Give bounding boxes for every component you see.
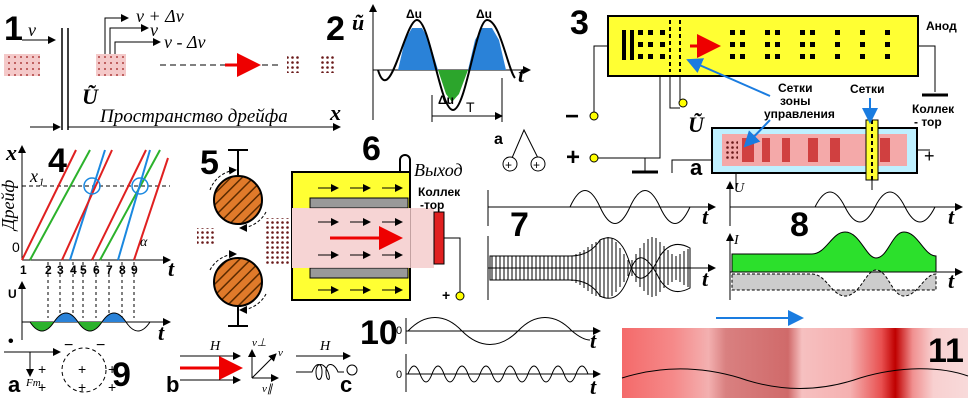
pa-plus1: + xyxy=(505,158,512,172)
panel-8-current-voltage: 8 U t I t xyxy=(726,181,963,300)
p9-plus-1: + xyxy=(38,361,46,377)
p10-zero-2: 0 xyxy=(396,369,402,381)
panel-3-number: 3 xyxy=(570,4,589,42)
panel-5-rotating-cylinders: 5 xyxy=(197,144,292,327)
p4-axis-t: t xyxy=(168,256,175,281)
p8-t1: t xyxy=(948,204,955,229)
p4-axis-U: U xyxy=(8,287,17,301)
panel-4-number: 4 xyxy=(48,142,67,180)
panel-4-space-time: 4 x x₁ Дрейф 0 1 α t 2 3 4 5 6 7 8 xyxy=(0,140,175,345)
p3-plus-right: + xyxy=(924,146,935,166)
p6-collector-line2: -тор xyxy=(420,198,444,212)
p7-t2: t xyxy=(702,266,709,291)
p9-v: v xyxy=(278,347,283,359)
p10-zero-1: 0 xyxy=(396,325,402,337)
p1-axis-x: x xyxy=(329,100,341,125)
panel-1-number: 1 xyxy=(4,10,23,48)
panel-10-waves: 10 0 t 0 t xyxy=(360,314,601,399)
p6-collector: Коллек -тор xyxy=(418,185,463,212)
p3-collector-label: Коллек - тор xyxy=(912,102,957,129)
p10-t2: t xyxy=(590,374,597,399)
panel-6-klystron: 6 Выход Коллек -тор + xyxy=(291,130,465,303)
p3-grid-zone-label: Сетки зоны управления xyxy=(764,81,835,121)
p1-velocity-v: v xyxy=(28,20,36,40)
p3-u-tilde: Ũ xyxy=(688,112,705,137)
p3-grid-zone-line2: зоны xyxy=(780,94,811,108)
p1-drift-space: Пространство дрейфа xyxy=(99,106,288,127)
panel-7-modulation: 7 t t xyxy=(487,190,716,300)
p3-grid-zone-line1: Сетки xyxy=(778,81,812,95)
panel-1-drift-space: 1 v v + Δv v v - Δv Ũ Пространство дрейф… xyxy=(4,6,341,131)
p7-t1: t xyxy=(702,204,709,229)
p9-plus-5: + xyxy=(108,361,116,377)
p3-anode-label: Анод xyxy=(926,19,957,33)
p3-grid-zone-line3: управления xyxy=(764,107,835,121)
p9-label-b: b xyxy=(166,372,179,397)
p2-du-1: Δu xyxy=(406,7,422,21)
p1-u-tilde: Ũ xyxy=(82,84,99,109)
panel-2-voltage-wave: 2 ũ Δu Δu Δu t T xyxy=(326,4,531,122)
p3-collector-line2: - тор xyxy=(914,115,942,129)
p2-axis-u: ũ xyxy=(352,10,364,35)
p9-plus-4: + xyxy=(78,379,86,395)
p9-plus-6: + xyxy=(108,379,116,395)
panel-a-charges: a + + xyxy=(494,128,546,172)
panel-3-multigrid-tube: 3 Анод − + Ũ a xyxy=(565,4,957,190)
panel-6-number: 6 xyxy=(362,130,381,168)
p2-du-2: Δu xyxy=(476,7,492,21)
pa-plus2: + xyxy=(533,158,540,172)
panel-11-bunching-strip: 11 xyxy=(621,310,969,398)
p9-plus-3: + xyxy=(78,361,86,377)
p2-period-T: T xyxy=(466,99,475,115)
p4-one: 1 xyxy=(20,263,27,277)
panel-5-number: 5 xyxy=(200,144,219,182)
p6-collector-line1: Коллек xyxy=(418,185,461,199)
panel-10-number: 10 xyxy=(360,314,398,352)
p9-dot: • xyxy=(8,333,14,350)
panel-7-number: 7 xyxy=(510,206,529,244)
p2-du-3: Δu xyxy=(438,93,454,107)
panel-9-magnetic-field: 9 • Fm a + + + + + + − − b H v⊥ v v∥ H c xyxy=(4,333,358,397)
p4-drift: Дрейф xyxy=(0,180,18,232)
p9-H1: H xyxy=(209,339,221,354)
p1-velocity-plus: v + Δv xyxy=(136,6,184,26)
p3-sub-a: a xyxy=(690,155,703,180)
p6-exit: Выход xyxy=(414,160,463,180)
p9-v-perp: v⊥ xyxy=(252,337,266,349)
panel-9-number: 9 xyxy=(112,356,131,394)
p9-label-a: a xyxy=(8,372,21,397)
p9-Fm: Fm xyxy=(25,377,41,389)
p2-axis-t: t xyxy=(518,62,525,87)
p9-H2: H xyxy=(319,339,331,354)
p4-axis-x: x xyxy=(5,140,17,165)
p1-velocity-mid: v xyxy=(150,20,158,40)
p8-t2: t xyxy=(948,268,955,293)
p9-label-c: c xyxy=(340,372,352,397)
panel-8-number: 8 xyxy=(790,206,809,244)
p4-alpha: α xyxy=(140,235,148,250)
p3-grids-label: Сетки xyxy=(850,82,884,96)
p8-axis-U: U xyxy=(734,181,745,196)
p8-axis-I: I xyxy=(733,233,740,248)
pa-label: a xyxy=(494,131,503,148)
p10-t1: t xyxy=(590,328,597,353)
p9-minus-2: − xyxy=(96,337,105,354)
panel-2-number: 2 xyxy=(326,10,345,48)
p3-minus: − xyxy=(565,103,579,130)
panel-11-number: 11 xyxy=(928,332,964,370)
p9-plus-2: + xyxy=(38,379,46,395)
p1-velocity-minus: v - Δv xyxy=(164,32,206,52)
p3-plus: + xyxy=(566,144,580,171)
p4-axis-t2: t xyxy=(158,320,165,345)
p4-zero: 0 xyxy=(12,239,20,255)
p9-minus-1: − xyxy=(64,337,73,354)
p3-collector-line1: Коллек xyxy=(912,102,955,116)
p6-plus: + xyxy=(442,287,450,303)
p4-x1: x₁ xyxy=(29,166,44,186)
p9-v-par: v∥ xyxy=(262,383,274,395)
